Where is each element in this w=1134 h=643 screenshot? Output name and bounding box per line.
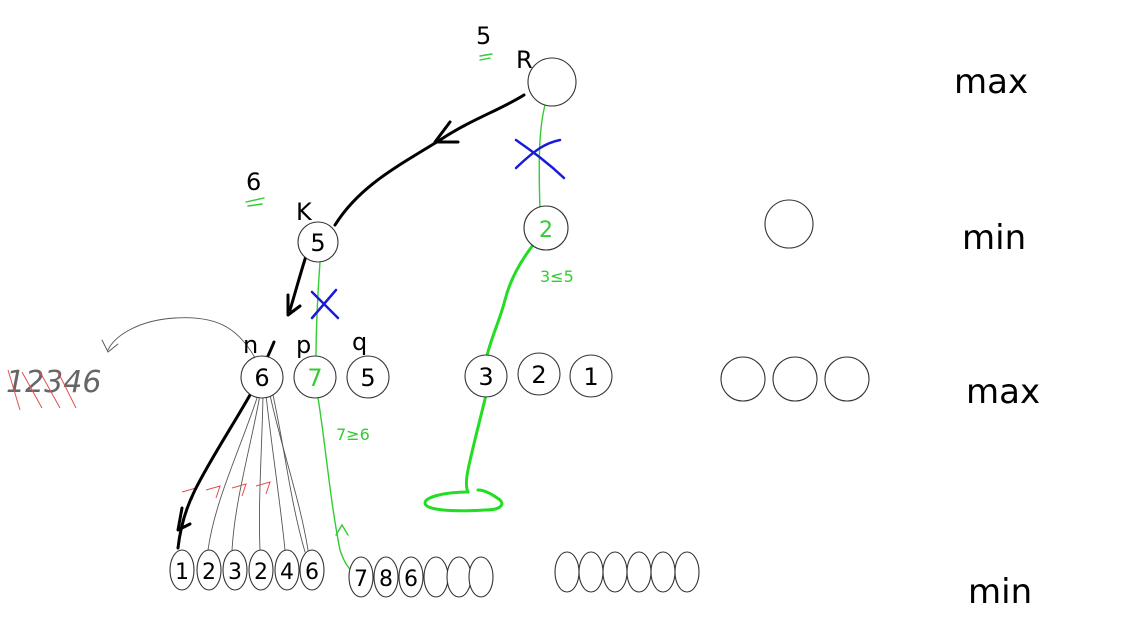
leaf-n-6 <box>299 549 325 591</box>
leaf-p-1 <box>348 556 374 598</box>
node-n-label: n <box>243 331 258 359</box>
leaf-n-4 <box>248 549 274 591</box>
node-p <box>293 355 337 399</box>
node-n <box>240 355 284 399</box>
leaves-mid-group <box>554 551 700 593</box>
node-k <box>297 221 339 263</box>
level-label-max-2: max <box>966 372 1040 412</box>
leaf-p-3 <box>398 556 424 598</box>
node-k-value: 5 <box>310 229 325 257</box>
node-q-label: q <box>352 328 367 356</box>
node-mid3-b <box>517 352 561 396</box>
level-label-min-2: min <box>968 572 1032 612</box>
root-value-above: 5 <box>476 22 491 50</box>
level-label-min-1: min <box>962 218 1026 258</box>
leaf-mid-6 <box>674 551 700 593</box>
node-q <box>346 355 390 399</box>
leaf-n-3-value: 3 <box>228 560 242 585</box>
node-n-value: 6 <box>254 364 269 392</box>
node-mid3-b-value: 2 <box>531 361 546 389</box>
prune-mark-k-p <box>310 288 340 320</box>
level-label-max-1: max <box>954 62 1028 102</box>
node-right-level2 <box>764 199 814 249</box>
leaf-mid-1 <box>554 551 580 593</box>
edge-k-p <box>315 261 321 361</box>
node-k-label: K <box>296 198 313 226</box>
leaf-p-1-value: 7 <box>354 567 368 592</box>
leaf-p-5 <box>446 556 472 598</box>
edges-n-leaves <box>207 394 309 553</box>
prune-mark-root-mid <box>514 138 566 180</box>
leaf-mid-4 <box>626 551 652 593</box>
leaf-n-1-value: 1 <box>175 560 189 585</box>
node-right3-b <box>772 356 818 402</box>
leaf-mid-3 <box>602 551 628 593</box>
node-k-value-above: 6 <box>246 168 261 196</box>
green-path-mid-3 <box>484 243 535 362</box>
node-mid3-c-value: 1 <box>583 363 598 391</box>
level3-right-group <box>720 356 870 402</box>
side-note-arrow <box>107 317 259 364</box>
leaf-p-6 <box>468 556 494 598</box>
leaf-mid-2 <box>578 551 604 593</box>
node-mid3-a <box>464 354 508 398</box>
node-mid-level2 <box>523 205 569 251</box>
leaf-mid-5 <box>650 551 676 593</box>
node-mid3-a-value: 3 <box>478 363 493 391</box>
side-note: 12346 <box>6 365 101 400</box>
green-path-3-foot <box>465 393 488 494</box>
leaf-n-4-value: 2 <box>254 560 268 585</box>
node-right3-c <box>824 356 870 402</box>
leaves-n-group: 1 2 3 2 4 6 <box>169 549 325 591</box>
edge-root-mid <box>538 104 546 211</box>
black-arrowhead-1 <box>433 120 460 144</box>
node-k-value-underline <box>245 197 265 207</box>
node-mid3-c <box>569 354 613 398</box>
black-arrowhead-2 <box>286 293 302 317</box>
leaf-p-3-value: 6 <box>404 567 418 592</box>
side-note-arrowhead <box>101 339 119 353</box>
leaf-p-4 <box>423 556 449 598</box>
level3-left-group: n 6 p 7 q 5 <box>240 328 390 399</box>
side-note-strikes <box>7 369 77 411</box>
node-p-value: 7 <box>307 364 322 392</box>
node-p-note: 7≥6 <box>336 425 370 444</box>
leaf-n-5 <box>274 549 300 591</box>
node-mid-level2-value: 2 <box>539 218 553 243</box>
edge-p-leaves <box>317 397 357 576</box>
leaf-n-3 <box>222 549 248 591</box>
leaves-p-group: 7 8 6 <box>348 556 494 598</box>
level3-mid-group: 3 2 1 <box>464 352 613 398</box>
node-mid-level2-note: 3≤5 <box>540 267 574 286</box>
root-node <box>527 57 577 107</box>
node-q-value: 5 <box>360 364 375 392</box>
leaf-n-6-value: 6 <box>305 560 319 585</box>
node-p-label: p <box>296 331 311 359</box>
leaf-p-2 <box>373 556 399 598</box>
leaf-p-2-value: 8 <box>379 567 393 592</box>
black-arrowhead-3 <box>176 506 192 532</box>
root-label: R <box>516 46 533 74</box>
green-arrowhead <box>335 523 349 536</box>
leaf-n-1 <box>169 549 195 591</box>
root-value-underline <box>479 53 493 61</box>
black-path-root-k <box>333 93 526 227</box>
leaf-n-2-value: 2 <box>202 560 216 585</box>
green-foot <box>423 488 504 513</box>
node-right3-a <box>720 356 766 402</box>
leaf-n-2 <box>196 549 222 591</box>
leaf-n-5-value: 4 <box>280 560 294 585</box>
black-path-k-n <box>288 254 308 312</box>
